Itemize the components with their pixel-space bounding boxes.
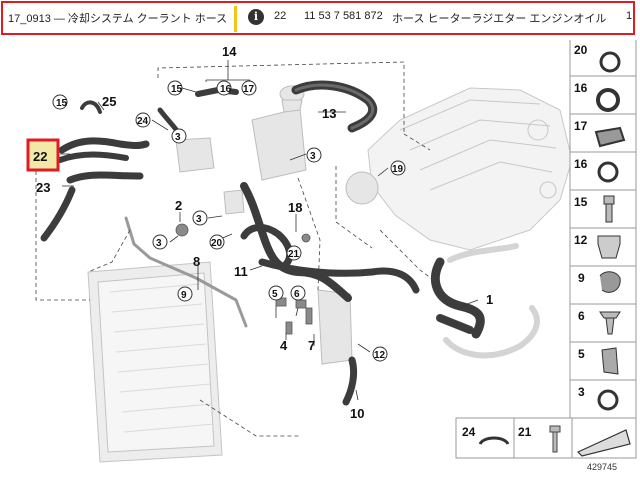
spring-clamp-icon: [597, 389, 619, 411]
side-label-2: 16: [574, 81, 588, 95]
fastener-clip-icon: [601, 347, 619, 375]
header-bar: 17_0913 — 冷却システム クーラント ホース i 22 11 53 7 …: [0, 0, 640, 40]
info-icon[interactable]: i: [248, 9, 264, 25]
hose-clamp-icon: [478, 436, 510, 445]
callout-17: 17: [243, 84, 255, 95]
callout-11: 11: [234, 264, 248, 279]
cap-icon: [597, 235, 621, 259]
callout-12: 12: [374, 350, 386, 361]
bottom-label-21: 21: [518, 425, 532, 439]
callout-14: 14: [222, 44, 237, 59]
callout-3c: 3: [156, 238, 162, 249]
callout-1: 1: [486, 292, 493, 307]
ghost-pipes: [443, 243, 540, 359]
callout-3d: 3: [196, 214, 202, 225]
side-label-10: 3: [578, 385, 585, 399]
coolant-hoses: [40, 80, 485, 406]
callout-24: 24: [137, 116, 149, 127]
hose-clip-icon: [599, 271, 621, 293]
callout-13: 13: [322, 106, 336, 121]
part-number[interactable]: 11 53 7 581 872: [304, 10, 383, 22]
side-label-3: 17: [574, 119, 588, 133]
callout-16: 16: [220, 84, 232, 95]
header-highlight-frame: [1, 1, 635, 35]
side-label-7: 9: [578, 271, 585, 285]
side-label-5: 15: [574, 195, 588, 209]
clamp-icon: [599, 51, 621, 73]
callout-8: 8: [193, 254, 200, 269]
callout-2: 2: [175, 198, 182, 213]
callout-15b: 15: [56, 98, 68, 109]
engine-block-outline: [367, 87, 573, 251]
callout-18: 18: [288, 200, 302, 215]
small-hardware: [175, 223, 313, 335]
gasket-icon: [594, 126, 626, 148]
callout-labels: 14 15 16 17 15 25 24 3 13 22 23 3 19 2 3…: [33, 44, 493, 421]
callout-3b: 3: [310, 151, 316, 162]
radiator-outline: [87, 261, 223, 463]
side-label-8: 6: [578, 309, 585, 323]
expansion-tank: [251, 85, 307, 181]
callout-20: 20: [211, 238, 223, 249]
expanding-rivet-icon: [599, 311, 621, 335]
callout-5: 5: [272, 289, 278, 300]
bottom-parts-panel: 24 21: [455, 417, 637, 459]
side-label-1: 20: [574, 43, 588, 57]
o-ring-icon: [596, 88, 620, 112]
callout-21: 21: [288, 249, 300, 260]
callout-22: 22: [33, 149, 47, 164]
side-label-6: 12: [574, 233, 588, 247]
callout-6: 6: [294, 289, 300, 300]
part-quantity: 1: [626, 10, 633, 22]
catalog-number: 429745: [587, 462, 618, 472]
callout-4: 4: [280, 338, 288, 353]
callout-19: 19: [392, 164, 404, 175]
callout-10: 10: [350, 406, 364, 421]
callout-3a: 3: [175, 132, 181, 143]
pump-ghost: [175, 137, 379, 365]
seal-ring-icon: [597, 161, 619, 183]
side-parts-panel: 20 16 17 16 15 12 9 6 5 3: [569, 37, 637, 421]
diagram-title: 17_0913 — 冷却システム クーラント ホース: [8, 13, 228, 25]
screw-icon: [549, 425, 561, 453]
side-label-4: 16: [574, 157, 588, 171]
callout-9: 9: [181, 290, 187, 301]
header-separator: [234, 6, 237, 32]
highlight-box-22: [26, 138, 60, 172]
callout-7: 7: [308, 338, 315, 353]
bolt-icon: [603, 195, 615, 223]
callout-15a: 15: [171, 84, 183, 95]
bottom-label-24: 24: [462, 425, 476, 439]
part-description: ホース ヒーターラジエター エンジンオイル: [392, 13, 607, 25]
dashed-leader-lines: [35, 61, 437, 437]
side-label-9: 5: [578, 347, 585, 361]
leader-lines: [60, 60, 479, 401]
callout-25: 25: [102, 94, 116, 109]
wedge-icon: [576, 429, 631, 457]
callout-23: 23: [36, 180, 50, 195]
part-position: 22: [274, 10, 287, 22]
